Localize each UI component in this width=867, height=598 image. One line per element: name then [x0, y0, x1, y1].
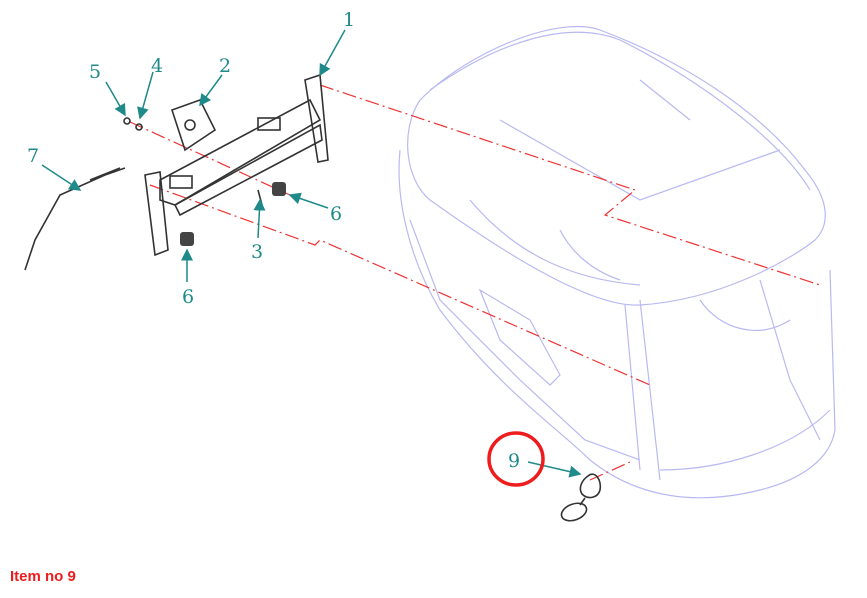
- callout-3: 3: [251, 241, 263, 263]
- latch-bracket-assembly: [24, 73, 329, 271]
- center-lines: [129, 84, 821, 481]
- callout-9: 9: [508, 450, 520, 472]
- highlight-circle: [487, 431, 545, 487]
- callout-1: 1: [343, 9, 355, 31]
- leader-lines: [41, 29, 582, 478]
- item-caption: Item no 9: [10, 568, 76, 585]
- callout-2: 2: [219, 55, 231, 77]
- item-9-part: [560, 473, 602, 522]
- callout-5: 5: [89, 61, 101, 83]
- callout-6b: 6: [182, 286, 194, 308]
- callout-6a: 6: [330, 203, 342, 225]
- callout-7: 7: [27, 145, 39, 167]
- callout-4: 4: [151, 55, 163, 77]
- canopy-housing: [398, 25, 836, 499]
